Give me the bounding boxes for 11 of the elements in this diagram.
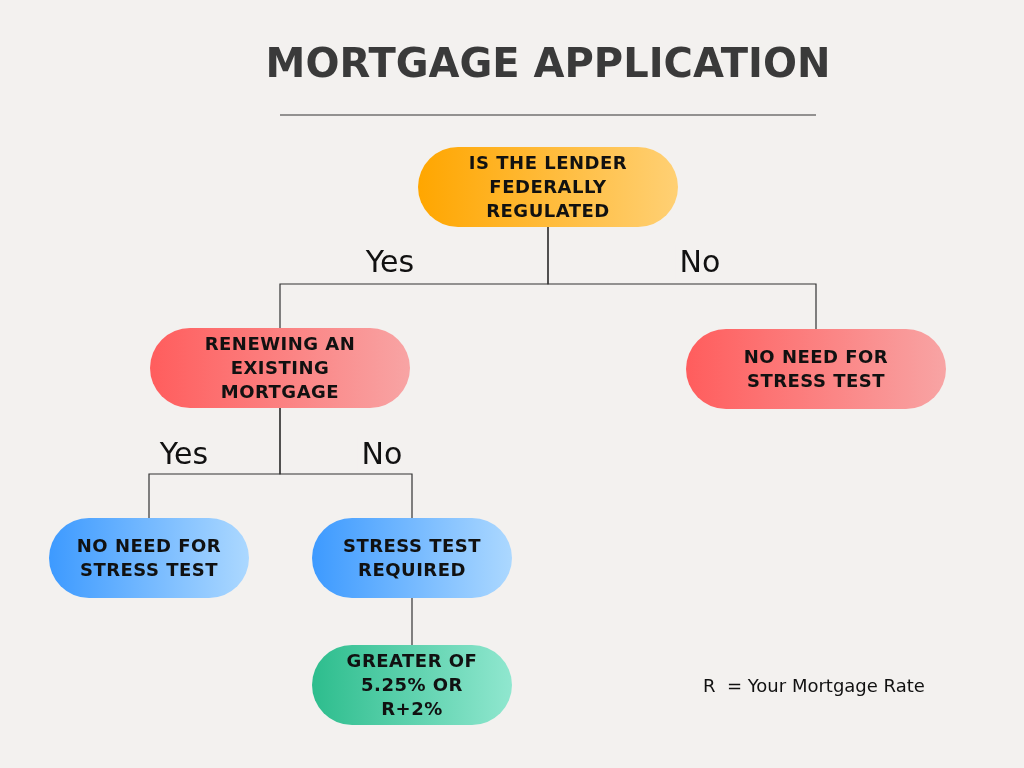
- connector-line: [547, 226, 817, 330]
- node-text: STRESS TEST REQUIRED: [341, 534, 483, 582]
- node-text: GREATER OF 5.25% OR R+2%: [345, 649, 479, 721]
- title: MORTGAGE APPLICATION: [264, 40, 832, 86]
- node-text: NO NEED FOR STRESS TEST: [742, 345, 890, 393]
- node-text: NO NEED FOR STRESS TEST: [75, 534, 223, 582]
- note-text: R = Your Mortgage Rate: [703, 675, 925, 696]
- connector-line: [411, 597, 413, 646]
- node-text: RENEWING AN EXISTING MORTGAGE: [203, 332, 357, 404]
- connector-line: [279, 407, 413, 519]
- node-text: IS THE LENDER FEDERALLY REGULATED: [467, 151, 629, 223]
